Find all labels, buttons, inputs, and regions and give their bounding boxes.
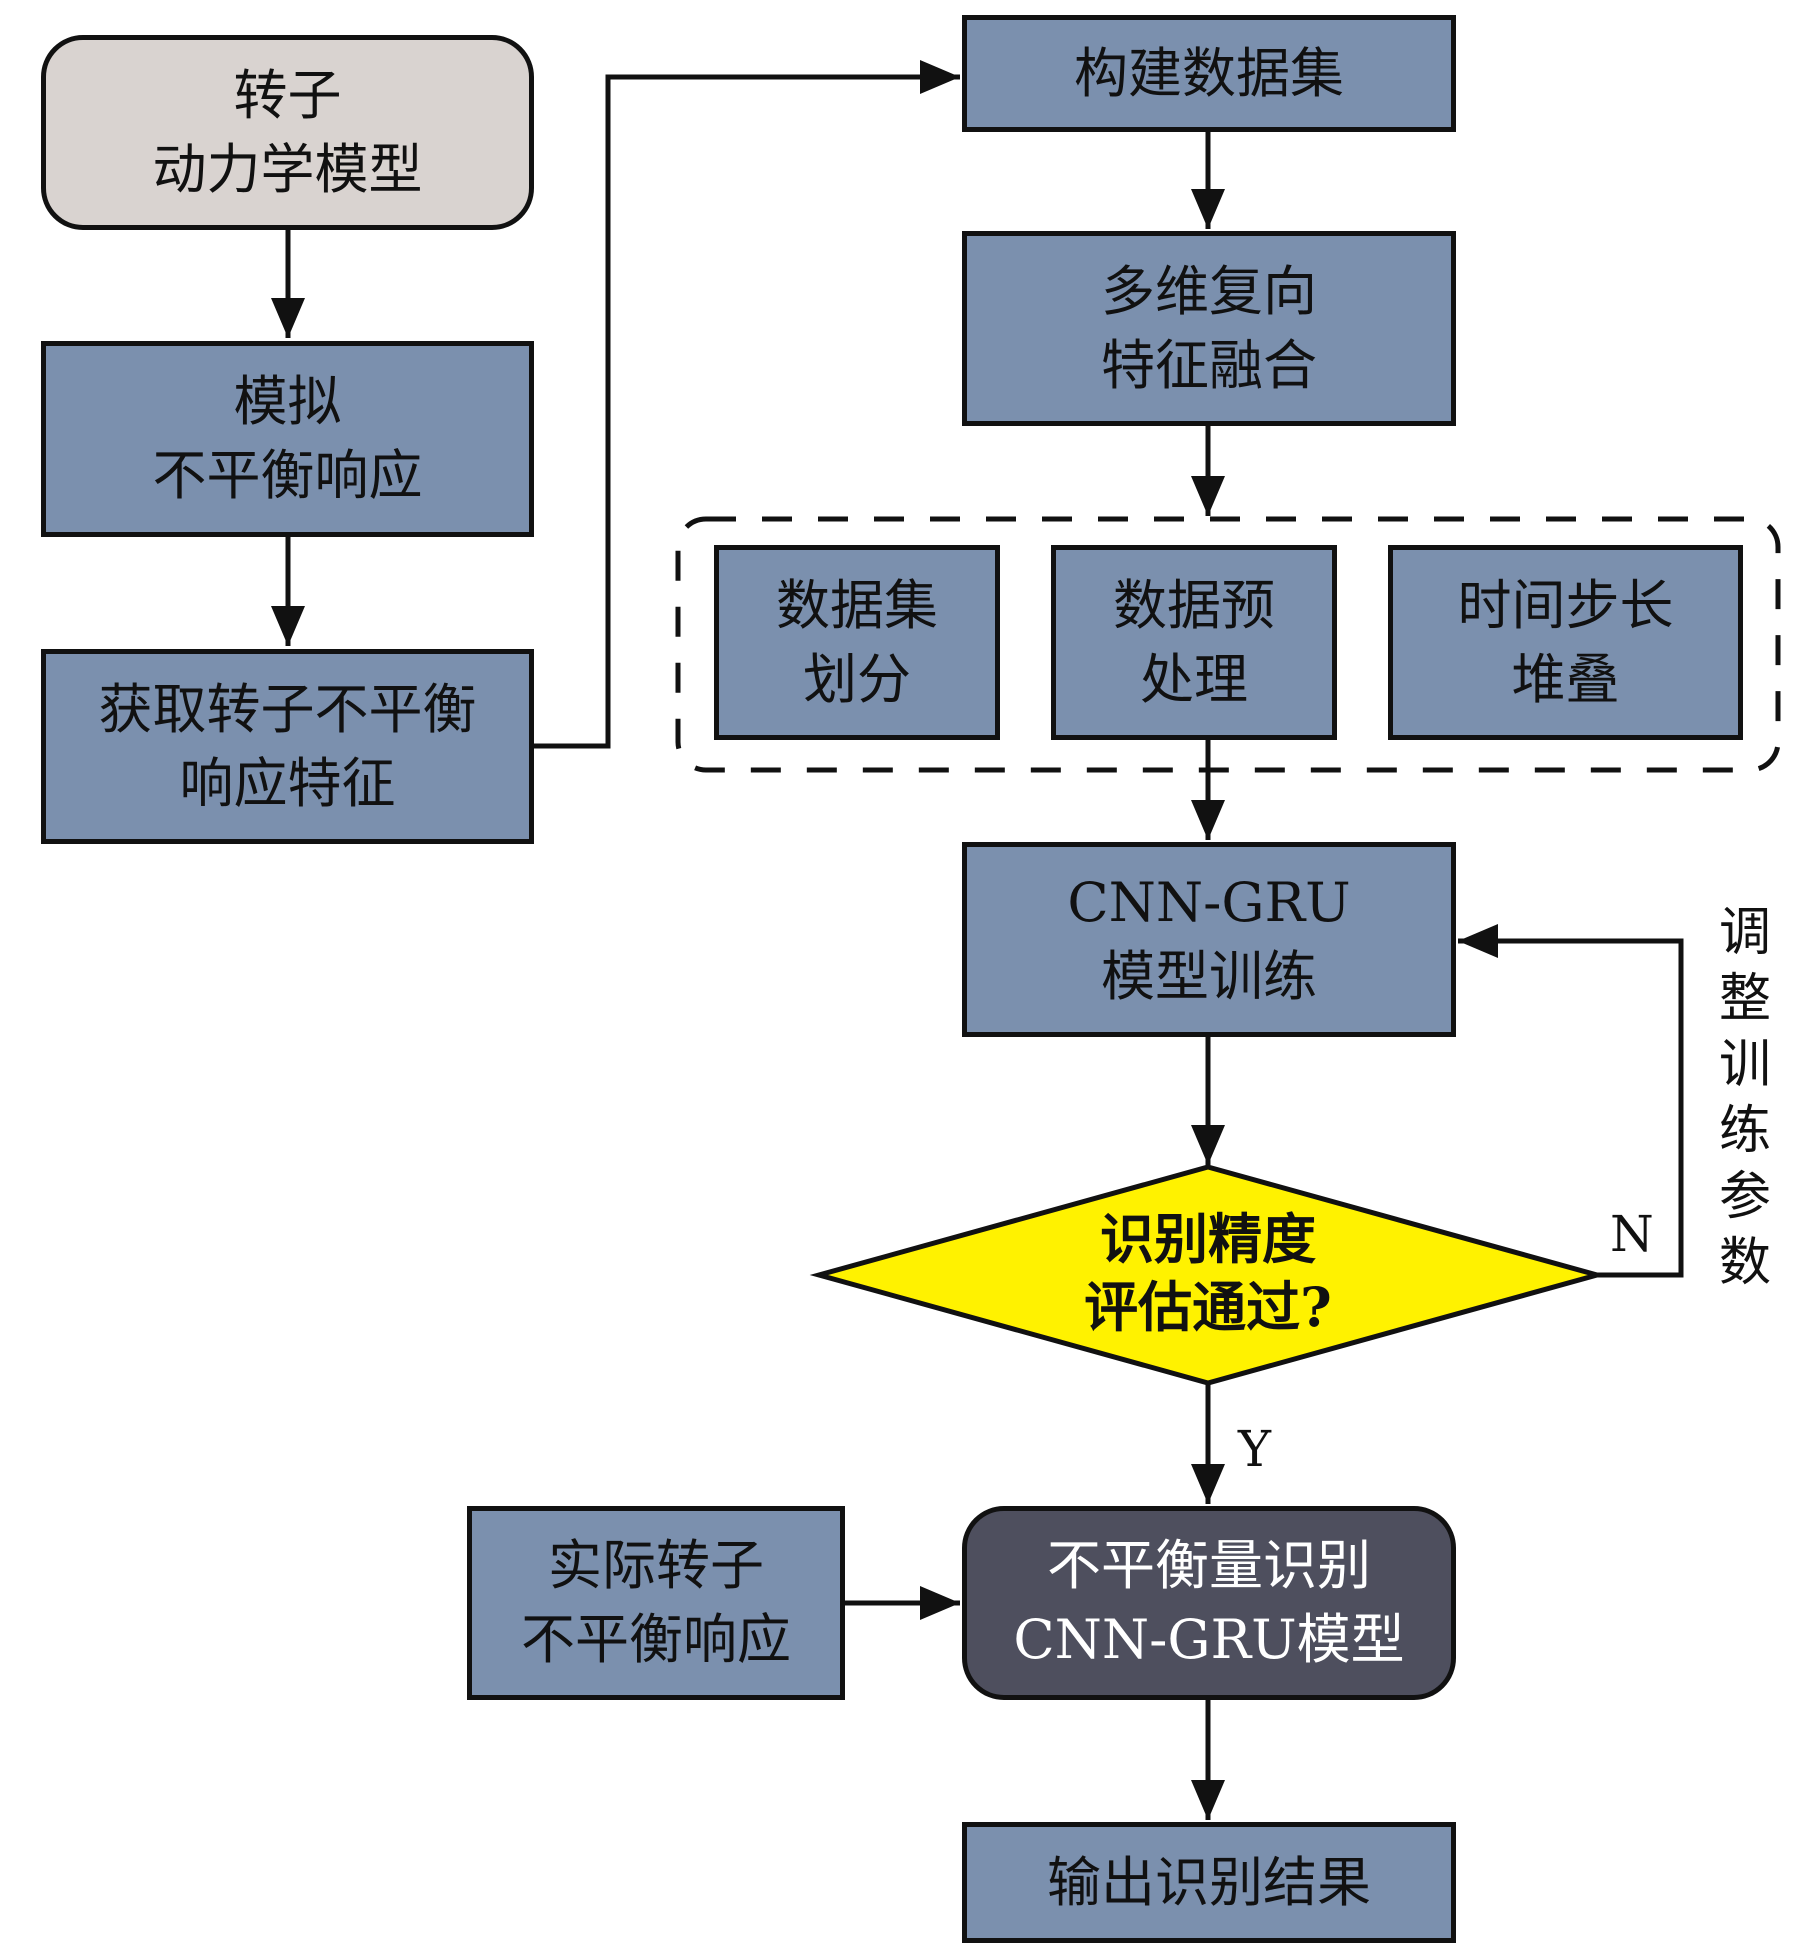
actual-response-node: 实际转子 不平衡响应 <box>467 1506 845 1700</box>
feedback-char: 整 <box>1718 969 1771 1029</box>
decision-line2: 评估通过? <box>1084 1275 1332 1339</box>
decision-line1: 识别精度 <box>1100 1207 1316 1271</box>
preprocess-node: 数据预 处理 <box>1051 545 1337 740</box>
no-label: N <box>1610 1205 1654 1263</box>
feedback-char: 调 <box>1718 903 1771 963</box>
decision-text: 识别精度 评估通过? <box>1008 1205 1408 1341</box>
build-dataset-node: 构建数据集 <box>962 15 1456 132</box>
yes-label: Y <box>1238 1420 1272 1478</box>
extract-line2: 响应特征 <box>179 751 396 815</box>
extract-line1: 获取转子不平衡 <box>98 677 477 741</box>
fusion-line1: 多维复向 <box>1101 259 1317 323</box>
identification-model-node: 不平衡量识别 CNN-GRU模型 <box>962 1506 1456 1700</box>
output-line1: 输出识别结果 <box>1047 1850 1371 1914</box>
build-dataset-line1: 构建数据集 <box>1074 41 1344 105</box>
feedback-char: 训 <box>1718 1035 1771 1095</box>
split-line1: 数据集 <box>776 573 938 637</box>
arrow-extract-to-build <box>534 60 960 749</box>
train-line2: 模型训练 <box>1101 944 1317 1008</box>
output-node: 输出识别结果 <box>962 1822 1456 1943</box>
simulate-node: 模拟 不平衡响应 <box>41 341 534 537</box>
split-node: 数据集 划分 <box>714 545 1000 740</box>
model-line2: CNN-GRU模型 <box>1013 1608 1405 1671</box>
decision-diamond <box>809 1164 1607 1386</box>
feedback-label: 调 整 训 练 参 数 <box>1715 900 1775 1296</box>
actual-line1: 实际转子 <box>548 1534 764 1597</box>
stack-line1: 时间步长 <box>1457 573 1674 637</box>
feedback-char: 数 <box>1718 1233 1771 1293</box>
preprocess-line2: 处理 <box>1140 647 1248 711</box>
extract-node: 获取转子不平衡 响应特征 <box>41 649 534 844</box>
fusion-line2: 特征融合 <box>1101 333 1317 397</box>
feedback-char: 练 <box>1718 1101 1771 1161</box>
train-node: CNN-GRU 模型训练 <box>962 842 1456 1037</box>
arrow-decision-no-feedback <box>1458 924 1684 1278</box>
preprocessing-group <box>675 516 1781 773</box>
preprocess-line1: 数据预 <box>1113 573 1275 637</box>
stack-node: 时间步长 堆叠 <box>1388 545 1743 740</box>
fusion-node: 多维复向 特征融合 <box>962 231 1456 426</box>
stack-line2: 堆叠 <box>1511 647 1620 711</box>
rotor-model-line2: 动力学模型 <box>152 137 423 201</box>
train-line1: CNN-GRU <box>1067 870 1351 934</box>
simulate-line2: 不平衡响应 <box>152 444 423 507</box>
model-line1: 不平衡量识别 <box>1047 1534 1371 1597</box>
actual-line2: 不平衡响应 <box>521 1608 791 1671</box>
simulate-line1: 模拟 <box>233 370 342 433</box>
split-line2: 划分 <box>803 647 911 711</box>
rotor-model-line1: 转子 <box>233 63 342 127</box>
feedback-char: 参 <box>1718 1167 1771 1227</box>
rotor-model-node: 转子 动力学模型 <box>41 35 534 230</box>
